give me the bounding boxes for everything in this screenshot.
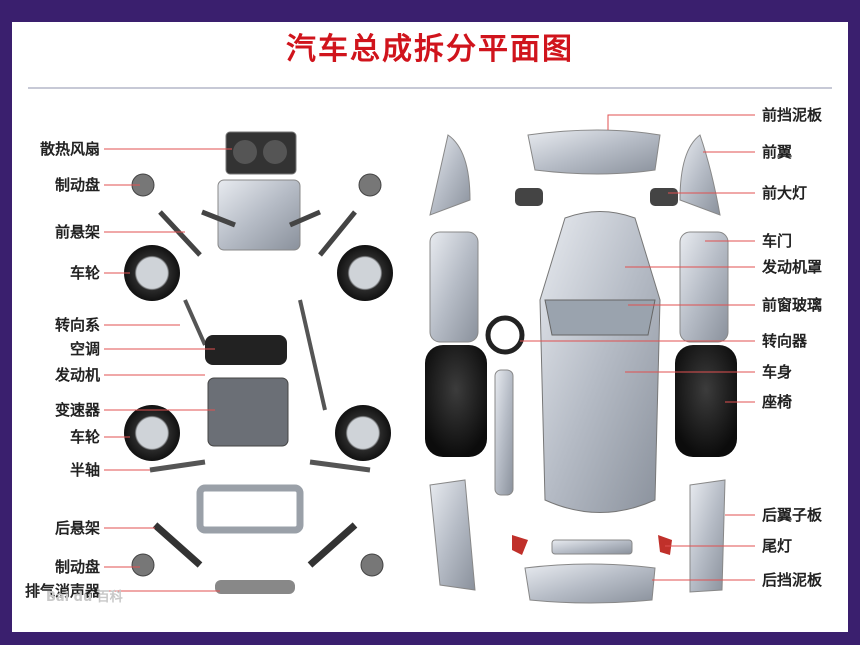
front-fender-left bbox=[429, 134, 471, 216]
label-front-suspension: 前悬架 bbox=[54, 223, 100, 241]
exhaust-part bbox=[215, 580, 295, 594]
headlight-left bbox=[515, 188, 543, 206]
label-transmission: 变速器 bbox=[54, 401, 100, 419]
label-wheel-rear: 车轮 bbox=[69, 428, 100, 446]
windshield-part bbox=[544, 299, 656, 336]
tail-light-right bbox=[658, 535, 672, 555]
brake-disc-part bbox=[358, 173, 382, 197]
label-rear-fender: 后翼子板 bbox=[762, 506, 823, 524]
wheel-front-left bbox=[124, 245, 180, 301]
right-leader-lines bbox=[520, 114, 755, 581]
page-title: 汽车总成拆分平面图 bbox=[286, 32, 574, 67]
door-left bbox=[429, 231, 479, 343]
label-radiator-fan: 散热风扇 bbox=[39, 140, 100, 158]
label-rear-suspension: 后悬架 bbox=[54, 519, 100, 537]
label-brake-disc-front: 制动盘 bbox=[54, 176, 100, 194]
subframe bbox=[217, 179, 301, 251]
center-console bbox=[494, 369, 514, 496]
label-headlight: 前大灯 bbox=[762, 184, 808, 202]
seat-right bbox=[675, 345, 737, 457]
right-parts bbox=[425, 129, 737, 604]
wheel-front-right bbox=[337, 245, 393, 301]
label-seat: 座椅 bbox=[762, 393, 793, 411]
brake-disc-rear-part bbox=[131, 553, 155, 577]
headlight-right bbox=[650, 188, 678, 206]
fan-blade bbox=[263, 140, 287, 164]
label-body: 车身 bbox=[762, 363, 793, 381]
label-brake-disc-rear: 制动盘 bbox=[54, 558, 100, 576]
steering-wheel-part bbox=[485, 315, 525, 355]
tail-light-left bbox=[512, 535, 528, 555]
trunk-panel bbox=[551, 539, 633, 555]
rear-subframe bbox=[196, 484, 304, 534]
label-wheel-front: 车轮 bbox=[69, 264, 100, 282]
front-bumper-part bbox=[527, 129, 661, 175]
label-tail-light: 尾灯 bbox=[762, 537, 793, 555]
rear-suspension-arm bbox=[152, 522, 358, 568]
leader-line bbox=[607, 114, 755, 130]
wheel-rear-left bbox=[124, 405, 180, 461]
label-exhaust-muffler: 排气消声器 bbox=[24, 582, 100, 600]
rear-fender-left bbox=[429, 479, 476, 591]
label-front-fender: 前翼 bbox=[762, 143, 793, 161]
label-hood: 发动机罩 bbox=[762, 258, 823, 276]
label-windshield: 前窗玻璃 bbox=[762, 296, 823, 314]
seat-left bbox=[425, 345, 487, 457]
door-right bbox=[679, 231, 729, 343]
left-leader-lines bbox=[104, 148, 232, 592]
label-steering-system: 转向系 bbox=[54, 316, 100, 334]
wheel-rear-right bbox=[335, 405, 391, 461]
left-parts bbox=[124, 131, 393, 594]
label-door: 车门 bbox=[762, 232, 793, 250]
watermark: Bai du 百科 bbox=[46, 590, 123, 605]
label-steering-wheel: 转向器 bbox=[762, 332, 808, 350]
rear-fender-right bbox=[689, 479, 726, 593]
brake-disc-rear-part bbox=[360, 553, 384, 577]
engine-block bbox=[207, 377, 289, 447]
rear-bumper-part bbox=[524, 563, 656, 604]
front-suspension-arm bbox=[158, 209, 357, 257]
ac-compressor bbox=[205, 335, 287, 365]
front-fender-right bbox=[679, 134, 721, 216]
fan-blade bbox=[233, 140, 257, 164]
car-body bbox=[539, 211, 661, 513]
label-rear-bumper: 后挡泥板 bbox=[762, 571, 823, 589]
title-divider bbox=[28, 87, 832, 89]
half-shaft-part bbox=[149, 459, 371, 473]
label-front-bumper: 前挡泥板 bbox=[762, 106, 823, 124]
label-air-conditioner: 空调 bbox=[69, 340, 100, 358]
label-half-shaft: 半轴 bbox=[69, 461, 100, 479]
label-engine: 发动机 bbox=[54, 366, 100, 384]
steering-rack bbox=[183, 299, 327, 411]
